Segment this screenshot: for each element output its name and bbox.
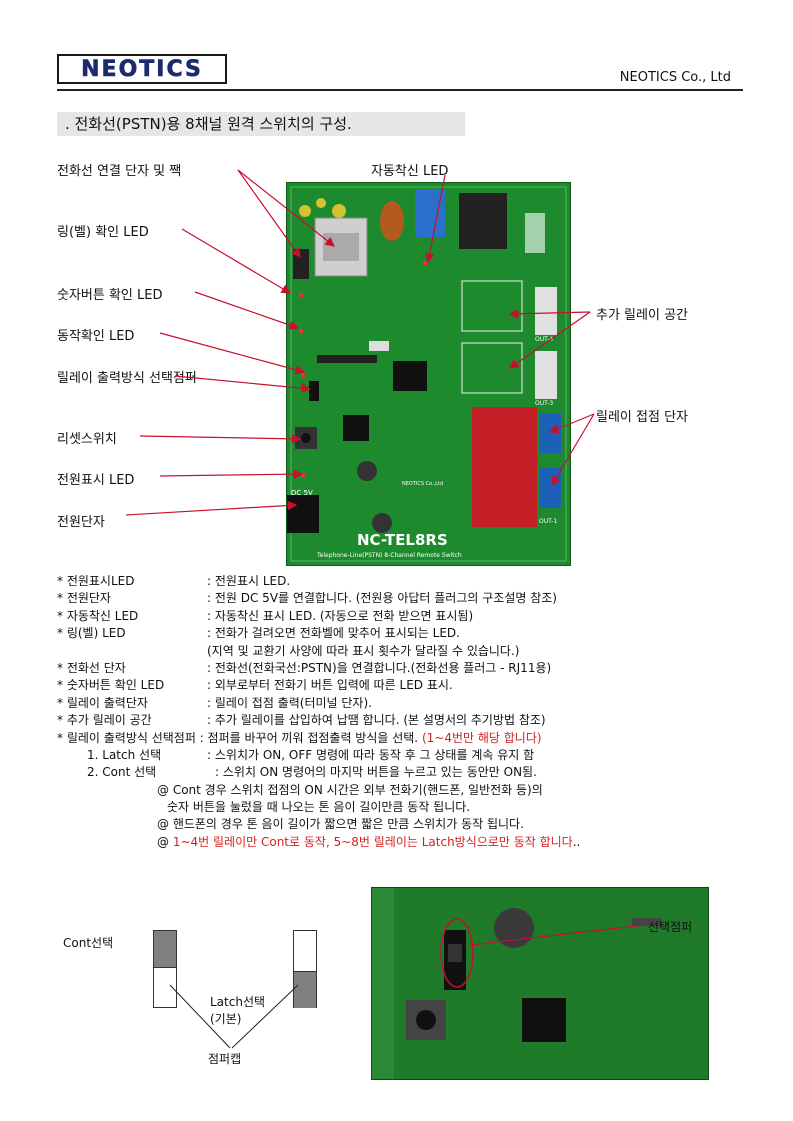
jumper-photo [371, 887, 709, 1080]
cap-label: 점퍼캡 [208, 1052, 242, 1066]
ic-chip-2 [343, 415, 369, 441]
jumper-cap-top [154, 931, 176, 968]
pcb-board-photo: OUT-4 OUT-3 OUT-1 DC 5V NEOTICS Co.,Ltd … [285, 182, 571, 566]
callout-reset: 리셋스위치 [57, 432, 117, 447]
callout-run-led: 동작확인 LED [57, 329, 135, 344]
out-label-3: OUT-3 [535, 400, 553, 407]
small-relay [415, 189, 445, 237]
ic-chip-1 [393, 361, 427, 391]
relay-terminal-1 [539, 413, 561, 453]
jumper-latch-diagram [293, 930, 317, 1008]
jumper-cap-bottom [294, 972, 316, 1008]
capacitor [380, 201, 404, 241]
callout-auto-answer-led: 자동착신 LED [371, 164, 449, 179]
dc-jack [285, 495, 319, 533]
jumper-cont-diagram [153, 930, 177, 1008]
latch-label: Latch선택 [210, 995, 266, 1009]
callout-relay-terminal: 릴레이 접점 단자 [596, 410, 688, 425]
callout-jumper: 릴레이 출력방식 선택점퍼 [57, 371, 197, 386]
cont-label: Cont선택 [63, 936, 114, 950]
relay-1 [472, 407, 537, 467]
callout-power-led: 전원표시 LED [57, 473, 135, 488]
jumper-photo-illustration [372, 888, 662, 1079]
callout-digit-led: 숫자버튼 확인 LED [57, 288, 163, 303]
pcb-illustration: OUT-4 OUT-3 OUT-1 DC 5V NEOTICS Co.,Ltd … [285, 186, 567, 562]
board-subtitle: Telephone-Line(PSTN) 8-Channel Remote Sw… [316, 552, 462, 559]
board-model: NC-TEL8RS [357, 531, 448, 549]
jumper-photo-label: 선택점퍼 [648, 920, 693, 934]
neotics-logo: NEOTICS [57, 54, 227, 84]
jumper [309, 381, 319, 401]
logo-text: NEOTICS [81, 56, 203, 82]
latch-default-label: (기본) [210, 1012, 242, 1026]
relay-space-1 [461, 280, 523, 332]
relay-2 [472, 467, 537, 527]
maker-label: NEOTICS Co.,Ltd [402, 481, 443, 487]
section-title: . 전화선(PSTN)용 8채널 원격 스위치의 구성. [57, 112, 465, 136]
relay-space-2 [461, 342, 523, 394]
relay-terminal-2 [539, 468, 561, 508]
company-name: NEOTICS Co., Ltd [619, 70, 731, 85]
out-label-1: OUT-1 [539, 518, 557, 525]
header-divider [57, 89, 743, 91]
out-label-4: OUT-4 [535, 336, 553, 343]
callout-ring-led: 링(벨) 확인 LED [57, 225, 149, 240]
audio-jack [459, 193, 507, 249]
callout-power-jack: 전원단자 [57, 515, 105, 530]
callout-phone-terminal: 전화선 연결 단자 및 짹 [57, 164, 182, 179]
dc-label: DC 5V [291, 489, 313, 497]
callout-extra-relay: 추가 릴레이 공간 [596, 308, 688, 323]
